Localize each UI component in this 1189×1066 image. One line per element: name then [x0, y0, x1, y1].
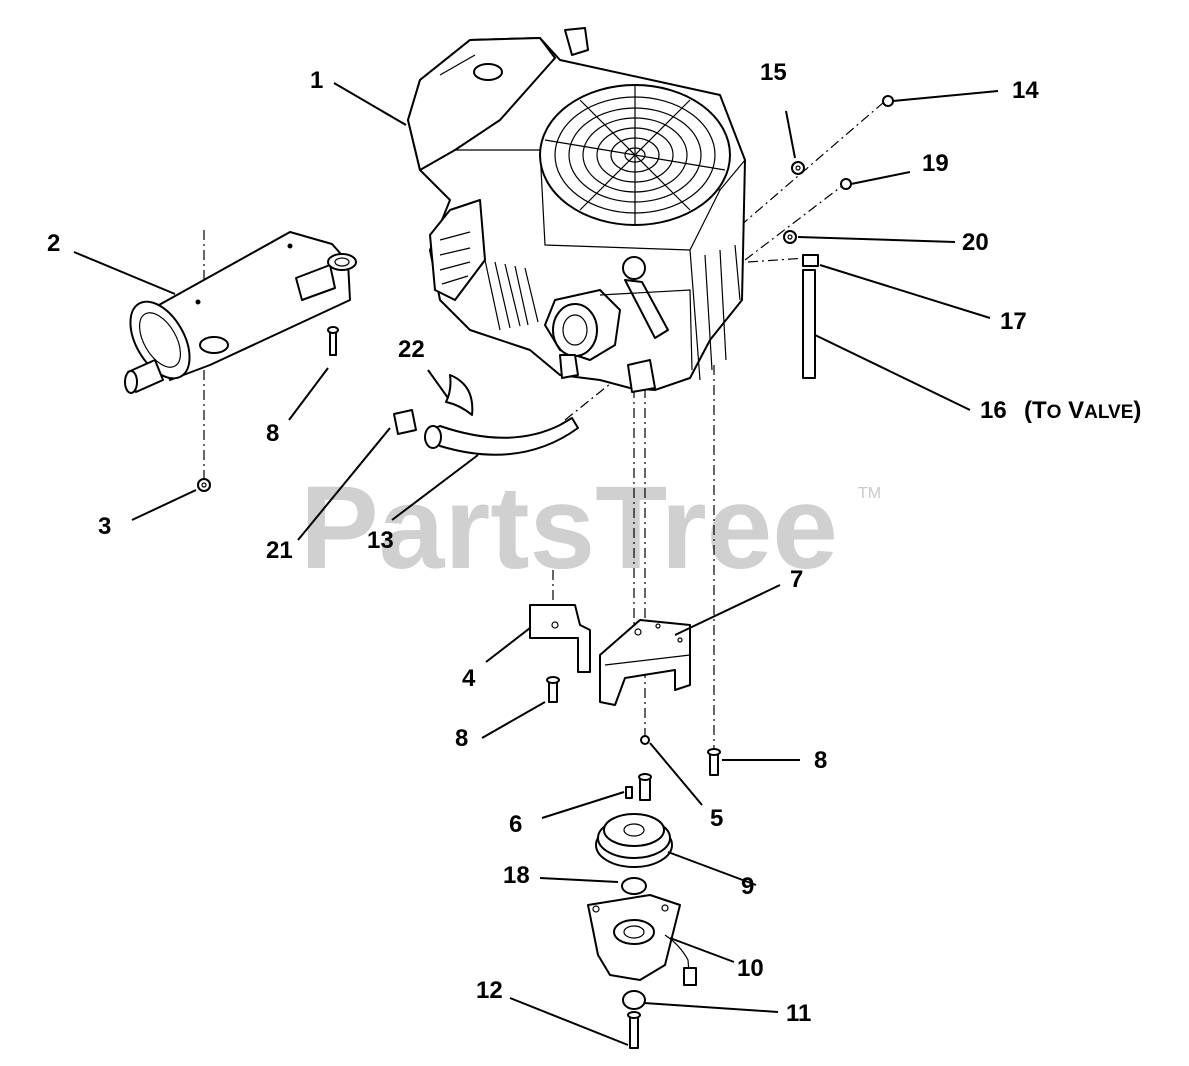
callout-16-group: 16 (TO VALVE) [980, 397, 1141, 424]
callout-2: 2 [47, 230, 60, 257]
callout-21: 21 [266, 537, 293, 564]
callout-16-note: (TO VALVE) [1024, 397, 1141, 424]
callout-8-muffler: 8 [266, 420, 279, 447]
shield-part [599, 619, 691, 706]
leader-lines [73, 82, 999, 1046]
callout-15: 15 [760, 59, 787, 86]
note-v: V [1061, 397, 1084, 424]
callout-4: 4 [462, 665, 476, 692]
fasteners [197, 95, 894, 1049]
callout-20: 20 [962, 229, 989, 256]
callout-17: 17 [1000, 308, 1027, 335]
watermark-text: PartsTree [300, 462, 838, 594]
bracket-part [529, 604, 591, 673]
callout-8-bracket: 8 [455, 725, 468, 752]
callout-11: 11 [786, 1000, 811, 1027]
callout-9: 9 [741, 873, 754, 900]
muffler-part [124, 231, 357, 394]
callout-10: 10 [737, 955, 764, 982]
callout-3: 3 [98, 513, 111, 540]
callout-labels: 1 2 3 4 5 6 7 8 8 8 9 10 11 12 13 14 15 … [47, 59, 1141, 1027]
callout-8-right: 8 [814, 747, 827, 774]
callout-16: 16 [980, 397, 1007, 424]
callout-18: 18 [503, 862, 530, 889]
callout-1: 1 [310, 67, 323, 94]
callout-19: 19 [922, 150, 949, 177]
note-alve: ALVE [1084, 402, 1133, 423]
callout-12: 12 [476, 977, 503, 1004]
note-close: ) [1133, 397, 1141, 424]
callout-6: 6 [509, 811, 522, 838]
engine-part [407, 27, 746, 393]
note-o: O [1047, 402, 1062, 423]
note-open: (T [1024, 397, 1047, 424]
callout-13: 13 [367, 527, 394, 554]
watermark-trademark: TM [858, 485, 881, 502]
callout-22: 22 [398, 336, 425, 363]
clutch-part [587, 894, 697, 986]
pulley-part [595, 813, 673, 868]
callout-14: 14 [1012, 77, 1039, 104]
callout-5: 5 [710, 805, 723, 832]
callout-7: 7 [790, 566, 803, 593]
